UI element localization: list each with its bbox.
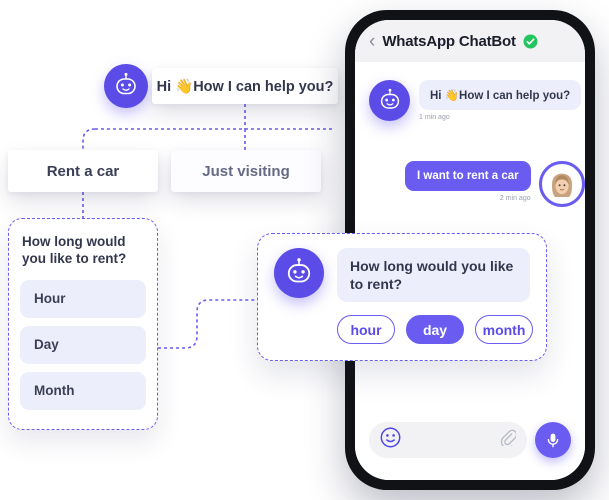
duration-question: How long would you like to rent?	[22, 234, 127, 267]
option-label-hour: Hour	[34, 291, 66, 307]
connector-rent-branch	[82, 128, 96, 150]
option-label-day: Day	[34, 337, 59, 353]
connector-day-to-botcard	[158, 299, 257, 349]
pill-month[interactable]: month	[475, 315, 533, 345]
bot-duration-card: How long would you like to rent? hour da…	[257, 233, 547, 361]
flow-card-rent-label: Rent a car	[46, 162, 120, 180]
option-row-hour[interactable]: Hour	[20, 279, 146, 318]
smiley-icon[interactable]	[380, 427, 401, 453]
message-user: I want to rent a car 2 min ago	[405, 161, 585, 207]
bot-avatar-icon	[274, 248, 324, 298]
bot-message-bubble: Hi 👋How I can help you?	[419, 80, 582, 110]
chat-title: WhatsApp ChatBot	[382, 32, 516, 50]
bot-avatar-icon	[104, 64, 148, 108]
option-row-month[interactable]: Month	[20, 371, 146, 410]
microphone-icon[interactable]	[535, 422, 571, 458]
bot-card-message: How long would you like to rent?	[337, 248, 530, 303]
user-message-timestamp: 2 min ago	[499, 195, 531, 202]
paperclip-icon[interactable]	[499, 429, 518, 451]
greeting-bubble: Hi 👋How I can help you?	[152, 68, 338, 104]
message-input-field[interactable]	[369, 422, 527, 458]
flow-card-rent-a-car[interactable]: Rent a car	[8, 150, 158, 192]
pill-day[interactable]: day	[406, 315, 464, 345]
user-message-bubble: I want to rent a car	[405, 161, 531, 191]
user-avatar-icon	[538, 161, 585, 207]
message-bot: Hi 👋How I can help you? 1 min ago	[369, 80, 582, 121]
bot-avatar-icon	[369, 80, 410, 121]
flow-card-visiting-label: Just visiting	[202, 162, 290, 180]
chat-header: ‹ WhatsApp ChatBot	[355, 20, 585, 62]
pill-hour[interactable]: hour	[337, 315, 395, 345]
option-label-month: Month	[34, 383, 75, 399]
message-input-bar	[369, 422, 571, 458]
chevron-left-icon[interactable]: ‹	[369, 30, 376, 52]
option-row-day[interactable]: Day	[20, 325, 146, 364]
bot-message-timestamp: 1 min ago	[419, 114, 450, 121]
verified-badge-icon	[523, 34, 538, 49]
flow-card-just-visiting[interactable]: Just visiting	[171, 150, 321, 192]
bot-card-pill-row: hour day month	[337, 315, 533, 345]
duration-options-panel: How long would you like to rent? Hour Da…	[8, 218, 158, 430]
